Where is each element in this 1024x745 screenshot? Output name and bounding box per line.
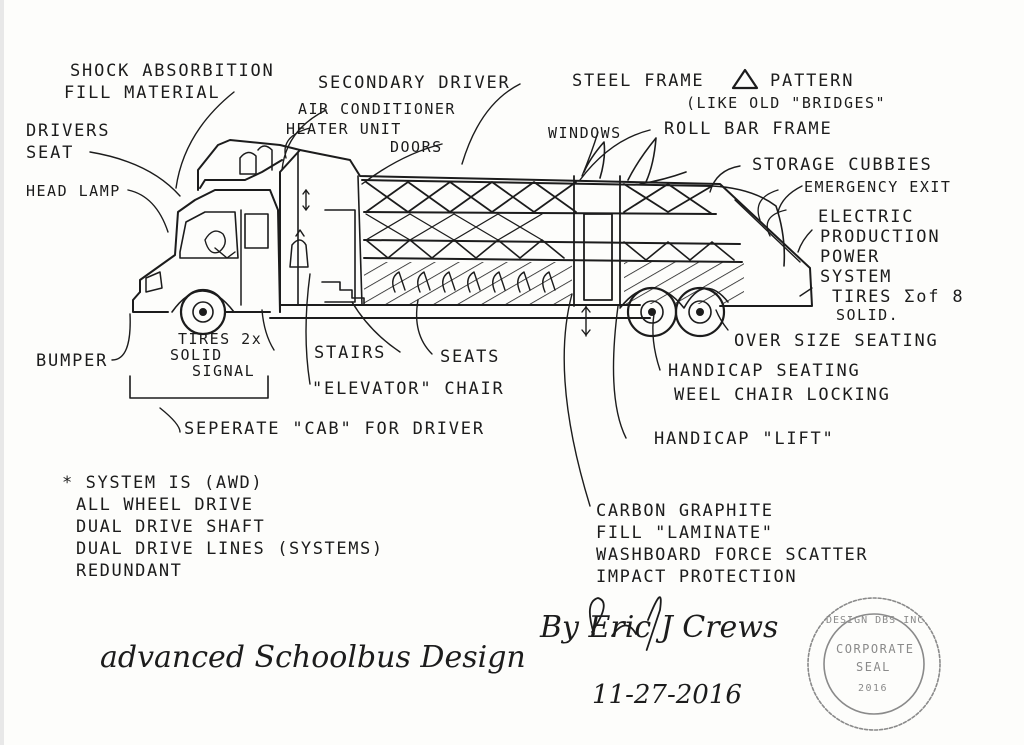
label-doors: DOORS bbox=[390, 138, 443, 156]
label-electric: ELECTRIC bbox=[818, 207, 915, 227]
label-head-lamp: HEAD LAMP bbox=[26, 182, 121, 200]
scan-edge bbox=[0, 0, 4, 745]
label-tires-8: TIRES Σof 8 bbox=[832, 287, 965, 307]
label-system: SYSTEM bbox=[820, 267, 893, 287]
signature: By Eric J Crews bbox=[540, 610, 779, 645]
note-line: REDUNDANT bbox=[76, 561, 183, 581]
label-windows: WINDOWS bbox=[548, 124, 622, 142]
label-secondary-driver: SECONDARY DRIVER bbox=[318, 73, 511, 93]
label-shock-2: FILL MATERIAL bbox=[64, 83, 221, 103]
seal-ring-text: DESIGN DBS INC bbox=[826, 615, 925, 626]
label-seat: SEAT bbox=[26, 143, 75, 163]
label-steel-frame: STEEL FRAME bbox=[572, 71, 705, 91]
seal-line-3: 2016 bbox=[858, 683, 889, 694]
label-drivers: DRIVERS bbox=[26, 121, 111, 141]
label-solid-front: SOLID bbox=[170, 346, 223, 364]
note-line: DUAL DRIVE SHAFT bbox=[76, 517, 266, 537]
label-power: POWER bbox=[820, 247, 881, 267]
label-seats: SEATS bbox=[440, 347, 501, 367]
label-handicap-seating: HANDICAP SEATING bbox=[668, 361, 861, 381]
label-bumper: BUMPER bbox=[36, 351, 109, 371]
label-like-old-bridges: (LIKE OLD "BRIDGES" bbox=[686, 94, 887, 112]
note-line: FILL "LAMINATE" bbox=[596, 523, 774, 543]
label-air-conditioner: AIR CONDITIONER bbox=[298, 100, 456, 118]
diagram-title: advanced Schoolbus Design bbox=[100, 640, 526, 675]
date: 11-27-2016 bbox=[592, 680, 742, 710]
note-line: * SYSTEM IS (AWD) bbox=[62, 473, 264, 493]
notes-left: * SYSTEM IS (AWD) ALL WHEEL DRIVE DUAL D… bbox=[62, 472, 384, 582]
note-line: DUAL DRIVE LINES (SYSTEMS) bbox=[76, 539, 384, 559]
note-line: IMPACT PROTECTION bbox=[596, 567, 798, 587]
label-elevator: "ELEVATOR" CHAIR bbox=[312, 379, 505, 399]
label-shock-1: SHOCK ABSORBITION bbox=[70, 61, 275, 81]
note-line: CARBON GRAPHITE bbox=[596, 501, 774, 521]
seal-line-1: CORPORATE bbox=[836, 642, 915, 656]
label-handicap-lift: HANDICAP "LIFT" bbox=[654, 429, 835, 449]
label-separate-cab: SEPERATE "CAB" FOR DRIVER bbox=[184, 419, 485, 439]
label-wheel-chair: WEEL CHAIR LOCKING bbox=[674, 385, 891, 405]
seal-line-2: SEAL bbox=[856, 660, 891, 674]
notes-right: CARBON GRAPHITE FILL "LAMINATE" WASHBOAR… bbox=[596, 500, 868, 588]
label-signal: SIGNAL bbox=[192, 362, 256, 380]
label-solid-rear: SOLID. bbox=[836, 306, 900, 324]
note-line: ALL WHEEL DRIVE bbox=[76, 495, 254, 515]
label-roll-bar: ROLL BAR FRAME bbox=[664, 119, 833, 139]
label-production: PRODUCTION bbox=[820, 227, 941, 247]
label-emergency: EMERGENCY EXIT bbox=[804, 178, 952, 196]
label-heater-unit: HEATER UNIT bbox=[286, 120, 402, 138]
corporate-seal bbox=[807, 597, 941, 731]
label-tires-front: TIRES 2x bbox=[178, 330, 263, 348]
label-pattern: PATTERN bbox=[770, 71, 855, 91]
note-line: WASHBOARD FORCE SCATTER bbox=[596, 545, 869, 565]
label-oversize: OVER SIZE SEATING bbox=[734, 331, 939, 351]
label-storage: STORAGE CUBBIES bbox=[752, 155, 933, 175]
label-stairs: STAIRS bbox=[314, 343, 387, 363]
